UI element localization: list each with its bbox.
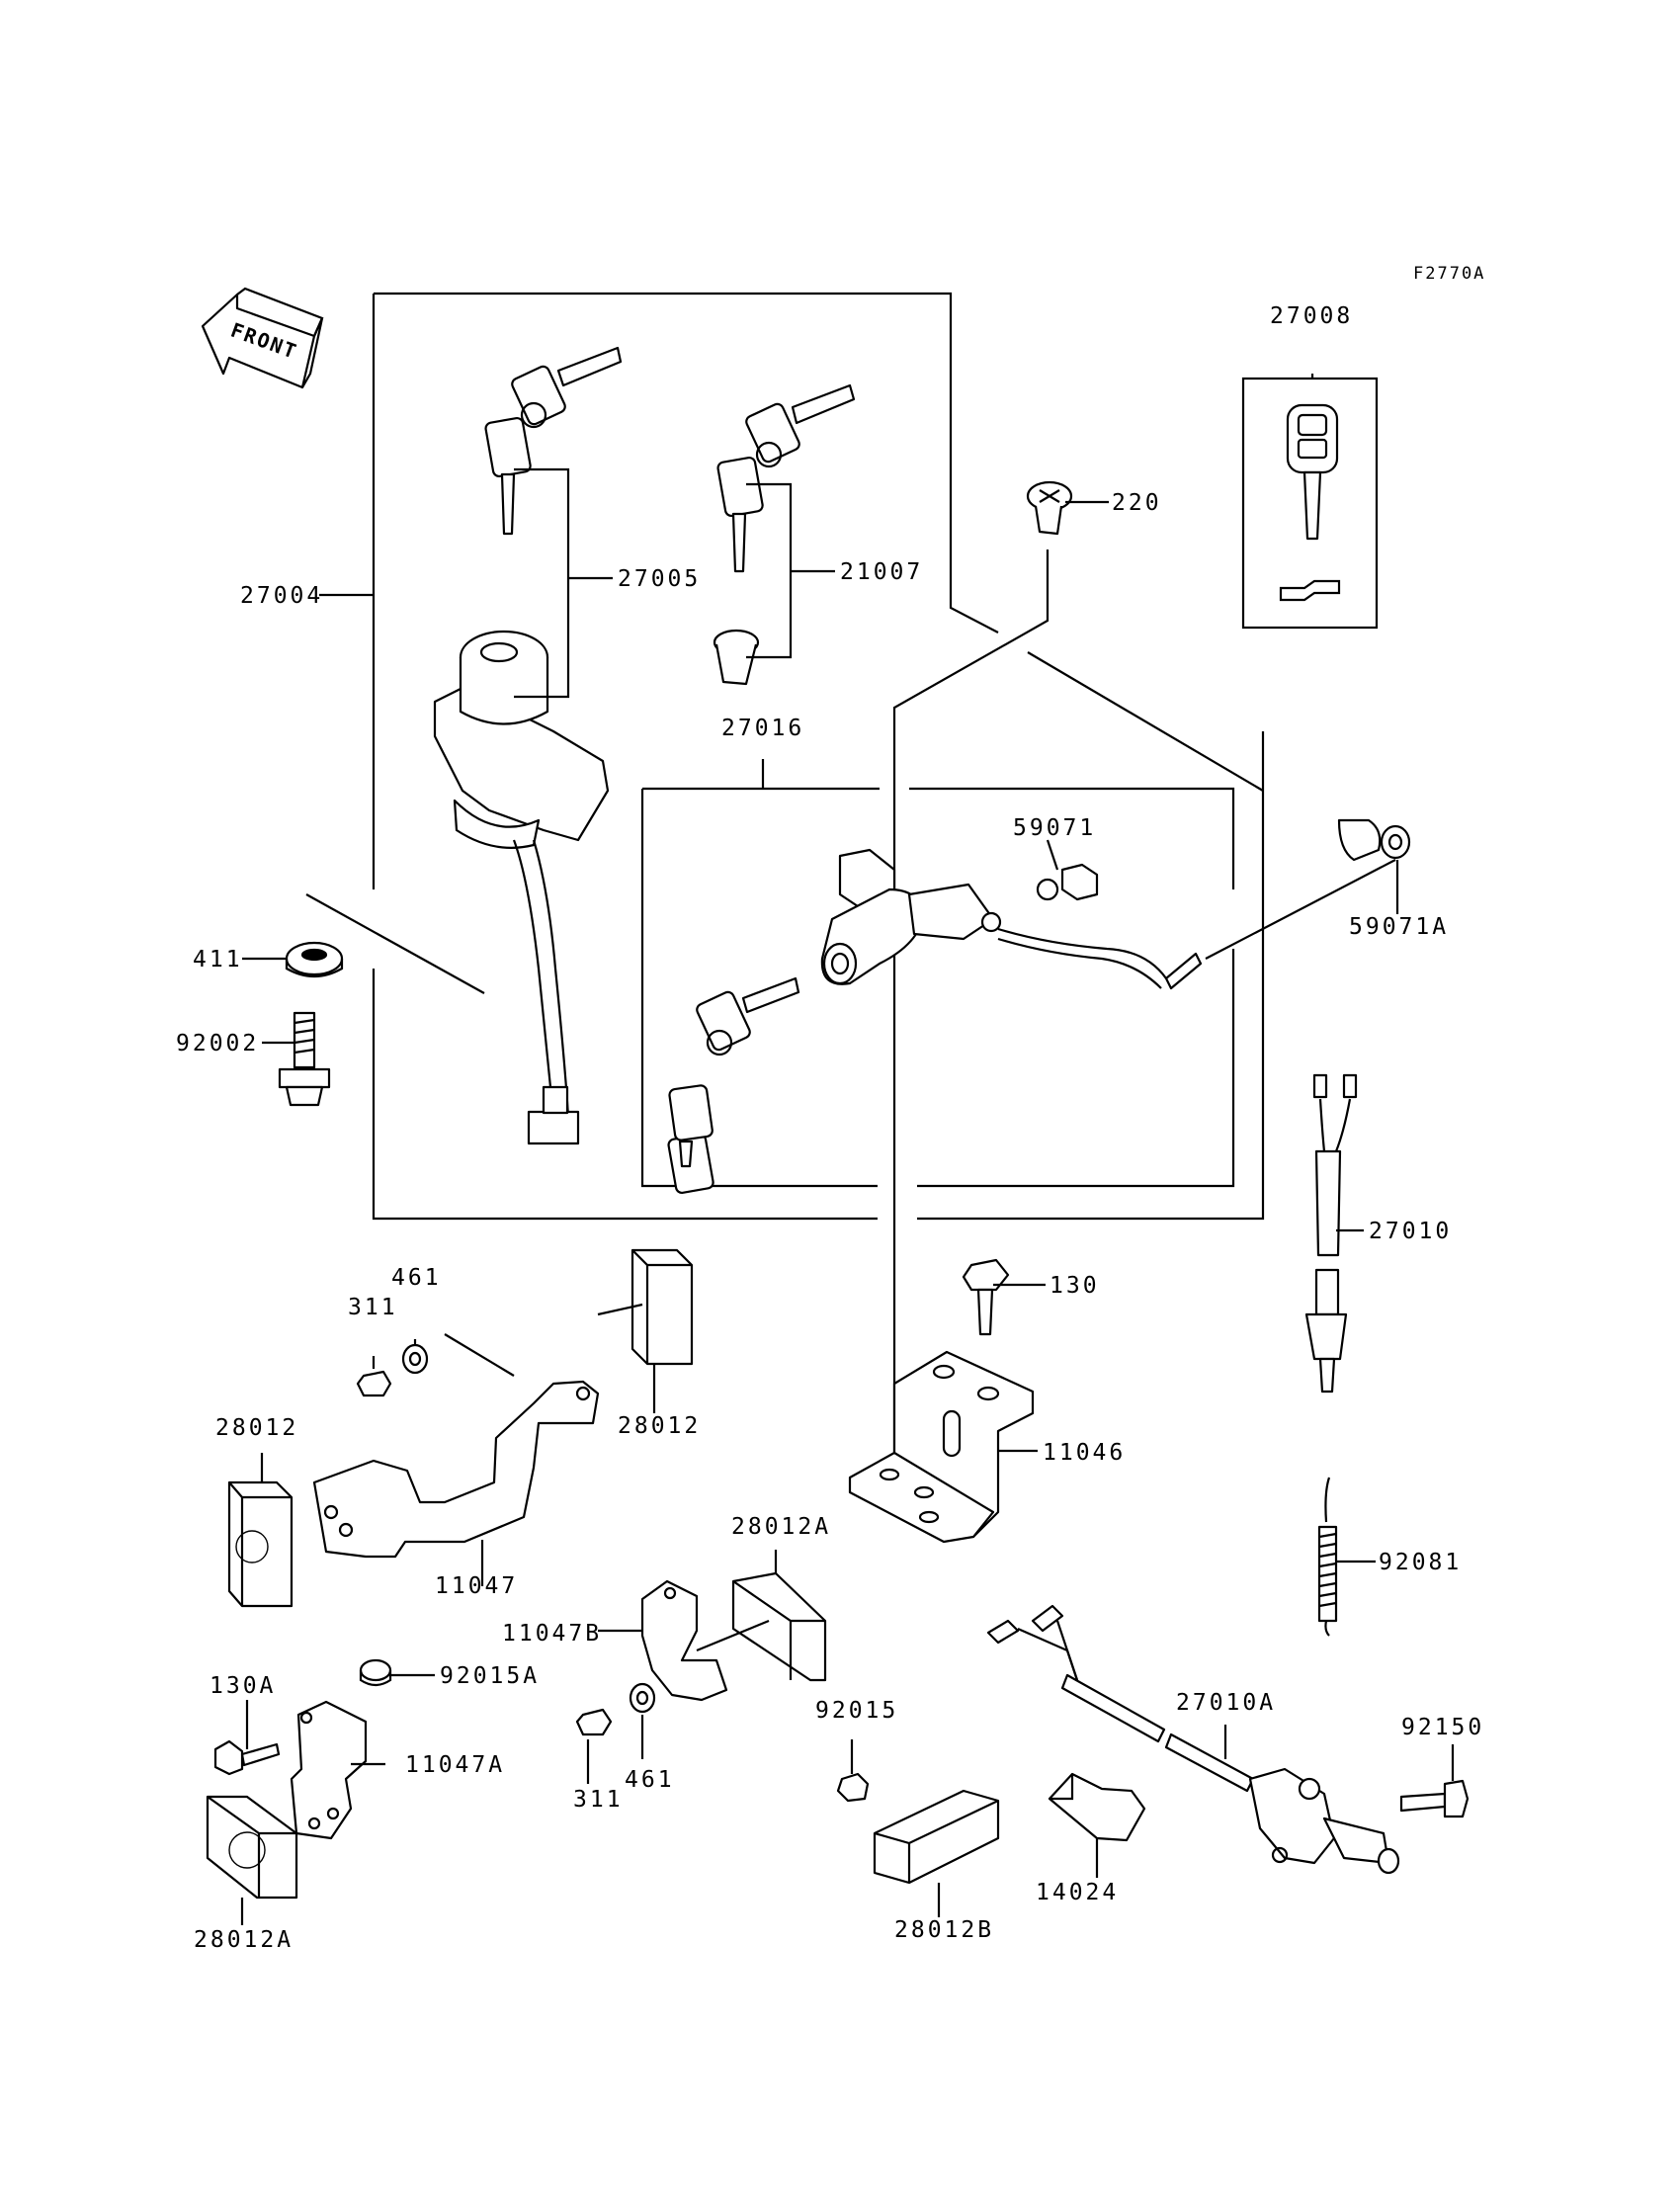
label-28012A-upper: 28012A — [731, 1514, 831, 1540]
clip-59071A — [1337, 818, 1411, 862]
label-27004: 27004 — [240, 583, 323, 609]
nut-92015A — [359, 1658, 392, 1687]
label-311-upper: 311 — [348, 1295, 398, 1320]
label-220: 220 — [1112, 490, 1162, 516]
key-set-27005 — [484, 346, 623, 536]
reflector-28012B — [873, 1789, 1000, 1885]
switch-27010A — [986, 1604, 1400, 1875]
bolt-130 — [962, 1258, 1010, 1336]
spring-92081 — [1317, 1477, 1338, 1637]
clamp-14024 — [1048, 1772, 1146, 1842]
label-11047B: 11047B — [502, 1621, 602, 1647]
reflector-28012A-upper — [731, 1571, 827, 1682]
label-461-upper: 461 — [391, 1265, 442, 1291]
label-14024: 14024 — [1036, 1880, 1119, 1905]
label-92150: 92150 — [1401, 1715, 1484, 1740]
label-461-lower: 461 — [625, 1767, 675, 1793]
switch-27010 — [1304, 1073, 1358, 1394]
nut-311-upper — [356, 1370, 392, 1397]
figure-code: F2770A — [1413, 264, 1485, 284]
label-92015: 92015 — [815, 1698, 898, 1724]
washer-461-lower — [629, 1682, 656, 1714]
nut-59071 — [1036, 863, 1099, 901]
seat-lock-27016 — [820, 848, 1203, 990]
reflector-28012A-lower — [206, 1795, 298, 1900]
key-set-21007 — [716, 383, 856, 573]
label-92002: 92002 — [176, 1031, 259, 1056]
label-27005: 27005 — [618, 566, 701, 592]
frame-27004 — [374, 292, 999, 634]
label-21007: 21007 — [840, 559, 923, 585]
label-59071A: 59071A — [1349, 914, 1449, 940]
label-27008: 27008 — [1270, 303, 1353, 329]
screw-220 — [1026, 480, 1073, 536]
bracket-11047 — [312, 1333, 600, 1559]
label-411: 411 — [193, 947, 243, 972]
label-27010: 27010 — [1369, 1219, 1452, 1244]
reflector-28012-upper — [597, 1248, 694, 1366]
bolt-92002 — [278, 1011, 331, 1107]
label-27016: 27016 — [721, 716, 804, 741]
front-arrow-icon: FRONT — [201, 287, 324, 389]
key-27008 — [1279, 403, 1341, 602]
bracket-11047B — [640, 1579, 770, 1702]
label-92081: 92081 — [1379, 1550, 1462, 1575]
label-11046: 11046 — [1043, 1440, 1126, 1466]
label-311-lower: 311 — [573, 1787, 624, 1813]
cap-21007 — [713, 629, 760, 686]
label-130A: 130A — [210, 1673, 276, 1699]
label-28012B: 28012B — [894, 1917, 994, 1943]
frame-27008 — [1241, 377, 1379, 630]
label-59071: 59071 — [1013, 815, 1096, 841]
label-28012-left: 28012 — [215, 1415, 298, 1441]
washer-411 — [285, 941, 344, 978]
bracket-11047A — [290, 1700, 368, 1840]
nut-311-lower — [575, 1708, 613, 1736]
label-28012A-lower: 28012A — [194, 1927, 294, 1953]
bracket-11046 — [848, 1350, 1035, 1544]
screw-92150 — [1399, 1779, 1470, 1818]
label-92015A: 92015A — [440, 1663, 540, 1689]
label-28012-upper: 28012 — [618, 1413, 701, 1439]
label-27010A: 27010A — [1176, 1690, 1276, 1716]
reflector-28012-left — [227, 1480, 294, 1608]
label-11047: 11047 — [435, 1573, 518, 1599]
key-set-27016 — [667, 976, 800, 1195]
nut-92015 — [836, 1772, 870, 1803]
ignition-switch-27004 — [433, 630, 610, 1145]
label-130: 130 — [1050, 1273, 1100, 1299]
label-11047A: 11047A — [405, 1752, 505, 1778]
bolt-130A — [213, 1739, 281, 1776]
washer-461-upper — [401, 1343, 429, 1375]
